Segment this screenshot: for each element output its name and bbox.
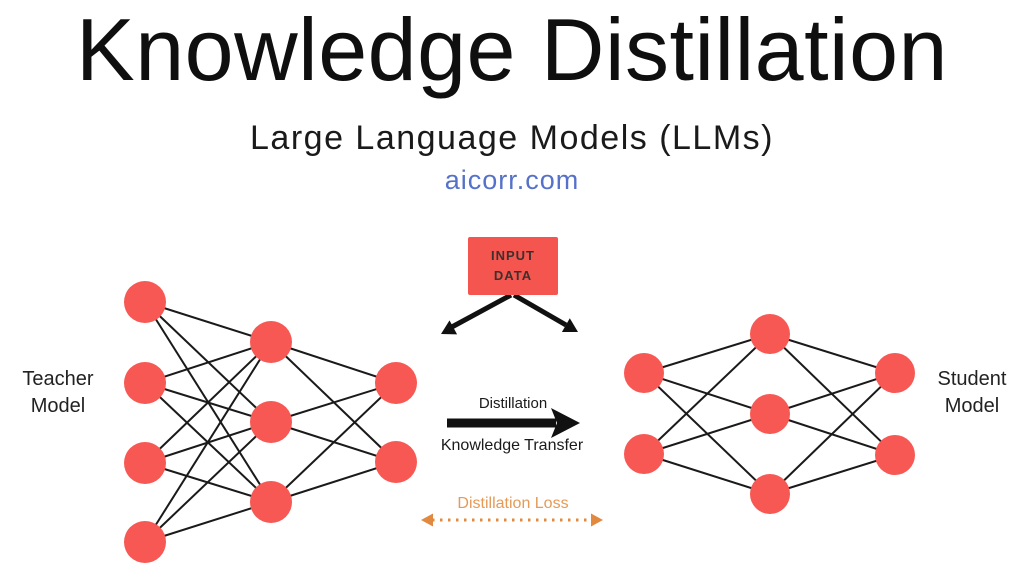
input-split-arrow-right	[512, 292, 578, 332]
network-node	[875, 435, 915, 475]
network-node	[624, 353, 664, 393]
network-edge	[643, 333, 771, 455]
distillation-label: Distillation	[478, 395, 548, 412]
network-edge	[144, 501, 272, 543]
network-node	[875, 353, 915, 393]
network-node	[250, 401, 292, 443]
site-link: aicorr.com	[444, 165, 580, 195]
student-model-label: Student Model	[917, 366, 1024, 420]
network-edge	[144, 341, 272, 543]
network-node	[375, 441, 417, 483]
network-edge	[144, 341, 272, 384]
network-edge	[270, 382, 397, 503]
student-model-label-line2: Model	[944, 395, 1000, 417]
network-node	[750, 474, 790, 514]
network-node	[624, 434, 664, 474]
loss-arrowhead-left	[421, 513, 433, 527]
page-subtitle: Large Language Models (LLMs)	[250, 119, 774, 157]
input-data-box: INPUT DATA	[468, 237, 558, 295]
network-edge	[144, 421, 272, 543]
network-node	[750, 394, 790, 434]
network-edge	[769, 333, 896, 374]
network-node	[124, 281, 166, 323]
input-data-line1: INPUT	[491, 248, 535, 263]
network-edge	[643, 333, 771, 374]
student-network	[624, 314, 915, 514]
network-node	[250, 321, 292, 363]
network-edge	[643, 453, 771, 495]
network-edge	[270, 341, 397, 384]
network-edge	[769, 372, 896, 415]
network-node	[750, 314, 790, 354]
teacher-model-label-line2: Model	[30, 395, 86, 417]
loss-arrowhead-right	[591, 513, 603, 527]
network-edge	[643, 413, 771, 455]
network-edge	[144, 301, 272, 343]
network-node	[124, 442, 166, 484]
network-edge	[270, 382, 397, 423]
network-node	[124, 362, 166, 404]
network-edge	[769, 454, 896, 495]
teacher-model-label: Teacher Model	[3, 366, 113, 420]
input-data-line2: DATA	[493, 268, 533, 283]
knowledge-transfer-label: Knowledge Transfer	[440, 437, 584, 454]
teacher-network	[124, 281, 417, 563]
network-edge	[769, 372, 896, 495]
distillation-loss-arrow	[421, 513, 603, 527]
network-node	[375, 362, 417, 404]
page-title: Knowledge Distillation	[76, 0, 948, 99]
network-node	[250, 481, 292, 523]
input-split-arrow-left	[441, 292, 513, 335]
distillation-loss-label: Distillation Loss	[457, 495, 569, 512]
student-model-label-line1: Student	[937, 368, 1007, 390]
network-edge	[270, 461, 397, 503]
teacher-model-label-line1: Teacher	[22, 368, 94, 390]
knowledge-transfer-arrow	[447, 408, 580, 438]
network-edge	[144, 341, 272, 464]
network-node	[124, 521, 166, 563]
